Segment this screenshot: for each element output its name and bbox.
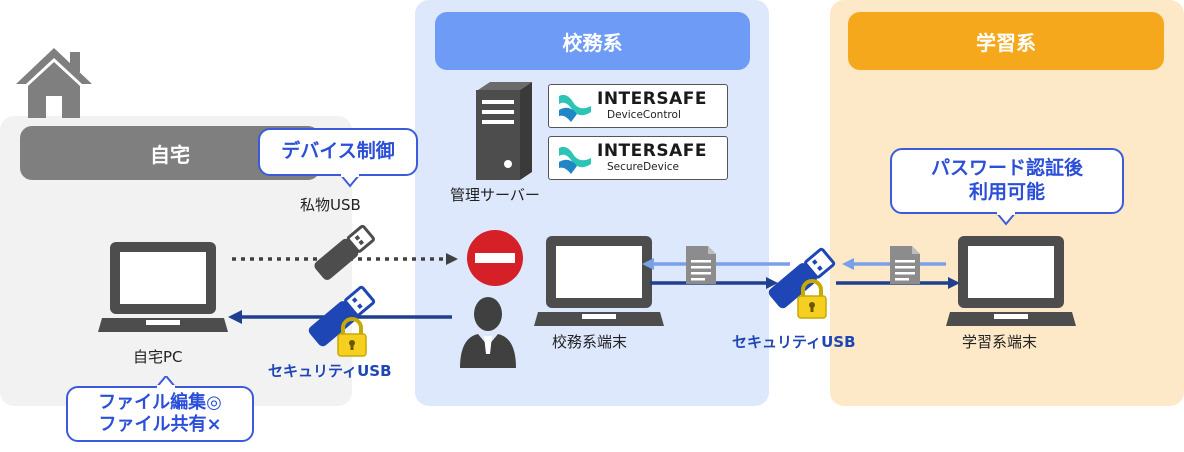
private-usb-label: 私物USB bbox=[300, 196, 361, 214]
home-pc-laptop-icon bbox=[98, 242, 228, 332]
management-server-label: 管理サーバー bbox=[450, 186, 540, 204]
learning-to-usb-arrowhead bbox=[842, 258, 854, 270]
password-line2: 利用可能 bbox=[968, 181, 1045, 203]
no-entry-icon bbox=[467, 230, 523, 286]
intersafe-devicecontrol-sub: DeviceControl bbox=[607, 109, 681, 121]
usb-to-school-arrowhead bbox=[642, 258, 654, 270]
person-icon bbox=[460, 297, 516, 368]
school-terminal-laptop-icon bbox=[534, 236, 664, 326]
intersafe-mark-icon bbox=[559, 94, 591, 122]
usb-to-learning-arrowhead bbox=[948, 277, 960, 289]
security-usb-left-icon bbox=[308, 285, 376, 357]
intersafe-securedevice-sub: SecureDevice bbox=[607, 161, 680, 173]
intersafe-devicecontrol-logo: INTERSAFE DeviceControl bbox=[548, 84, 728, 128]
school-to-usb-arrowhead bbox=[766, 277, 778, 289]
home-usage-line2: ファイル共有× bbox=[98, 414, 222, 435]
school-terminal-label: 校務系端末 bbox=[552, 333, 628, 351]
device-control-callout-tail bbox=[340, 174, 360, 188]
password-line1: パスワード認証後 bbox=[930, 157, 1083, 180]
home-pc-label: 自宅PC bbox=[133, 348, 183, 366]
password-callout-tail bbox=[996, 212, 1016, 226]
server-icon bbox=[476, 82, 532, 180]
private-usb-arrowhead bbox=[446, 253, 458, 265]
school-affairs-header: 校務系 bbox=[435, 12, 750, 70]
security-usb-right-icon bbox=[768, 247, 836, 319]
home-usage-line1: ファイル編集◎ bbox=[98, 391, 222, 413]
intersafe-devicecontrol-brand: INTERSAFE bbox=[597, 89, 707, 109]
device-control-callout: デバイス制御 bbox=[258, 128, 418, 176]
security-usb-right-label: セキュリティUSB bbox=[732, 333, 856, 351]
security-usb-left-label: セキュリティUSB bbox=[268, 362, 392, 380]
intersafe-securedevice-brand: INTERSAFE bbox=[597, 141, 707, 161]
intersafe-mark-icon bbox=[559, 146, 591, 174]
private-usb-stick-icon bbox=[314, 224, 375, 280]
device-control-text: デバイス制御 bbox=[281, 140, 395, 163]
security-usb-home-arrowhead bbox=[228, 310, 242, 324]
learning-terminal-laptop-icon bbox=[946, 236, 1076, 326]
learning-header: 学習系 bbox=[848, 12, 1164, 70]
intersafe-securedevice-logo: INTERSAFE SecureDevice bbox=[548, 136, 728, 180]
learning-terminal-label: 学習系端末 bbox=[962, 333, 1038, 351]
password-callout: パスワード認証後 利用可能 bbox=[890, 148, 1124, 214]
house-icon bbox=[16, 48, 92, 118]
home-usage-callout-tail bbox=[156, 376, 176, 388]
document-icon bbox=[890, 246, 920, 284]
document-icon bbox=[686, 246, 716, 284]
